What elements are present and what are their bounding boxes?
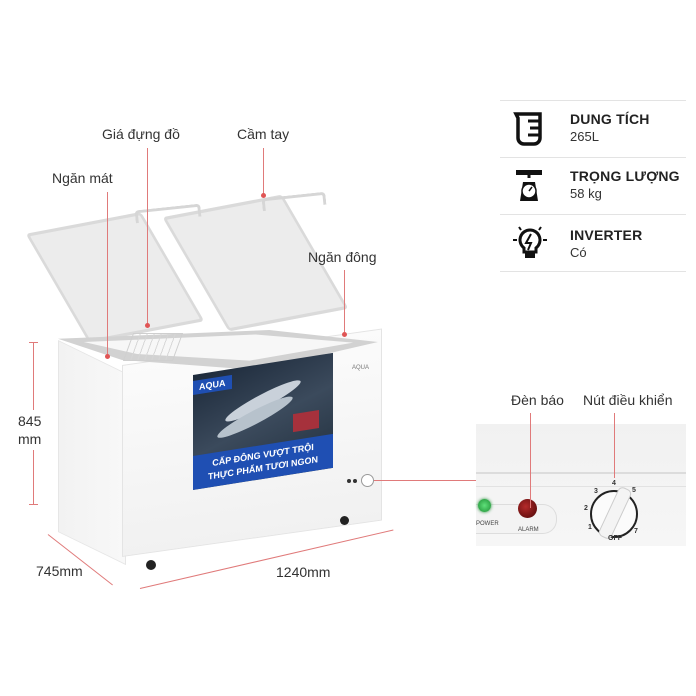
dial-label: 1 (588, 524, 592, 531)
spec-divider (500, 100, 686, 101)
callout-line (107, 192, 108, 354)
callout-control: Nút điều khiển (583, 392, 673, 408)
spec-divider (500, 157, 686, 158)
dial-label: OFF (608, 535, 622, 542)
power-indicator-light (478, 499, 491, 512)
control-panel-closeup (476, 424, 686, 546)
measuring-cup-icon (513, 112, 542, 146)
spec-value: Có (570, 245, 587, 260)
wheel (146, 560, 156, 570)
dial-label: 2 (584, 505, 588, 512)
callout-line (344, 270, 345, 332)
lightbulb-icon (513, 226, 547, 258)
spec-value: 265L (570, 129, 599, 144)
poster-brand: AQUA (193, 374, 232, 395)
wire-basket (122, 333, 184, 361)
right-handle (261, 191, 327, 212)
power-label: POWER (476, 521, 499, 527)
callout-line (614, 413, 615, 478)
callout-line (147, 148, 148, 326)
height-value: 845 (18, 413, 42, 429)
depth-dimension: 745mm (36, 563, 83, 579)
callout-dot (105, 354, 110, 359)
spec-title: DUNG TÍCH (570, 111, 650, 127)
width-dimension: 1240mm (276, 564, 331, 580)
height-unit: mm (18, 431, 42, 447)
scale-icon (516, 170, 542, 201)
callout-handle: Cầm tay (237, 126, 290, 142)
temperature-control-knob[interactable] (590, 485, 638, 541)
brand-badge: AQUA (352, 365, 370, 371)
callout-fridge: Ngăn mát (52, 170, 113, 186)
callout-shelf: Giá đựng đồ (102, 126, 180, 142)
spec-value: 58 kg (570, 186, 602, 201)
height-dimension: 845 mm (18, 410, 42, 450)
spec-title: INVERTER (570, 227, 643, 243)
dial-label: 4 (612, 480, 616, 487)
callout-line (374, 480, 478, 481)
alarm-indicator-light (518, 499, 537, 518)
callout-line (530, 413, 531, 508)
knob-grip (597, 485, 633, 541)
alarm-label: ALARM (518, 527, 539, 533)
meat-image (293, 410, 319, 433)
promo-poster: AQUA CẤP ĐÔNG VƯỢT TRỘI THỰC PHẨM TƯƠI N… (193, 352, 333, 490)
callout-dot (145, 323, 150, 328)
callout-line (263, 148, 264, 194)
dimension-tick (29, 342, 38, 343)
freezer-side (58, 340, 126, 566)
dimension-tick (29, 504, 38, 505)
dial-label: 5 (632, 487, 636, 494)
dial-label: 3 (594, 488, 598, 495)
callout-indicator: Đèn báo (511, 392, 564, 408)
wheel (340, 516, 349, 525)
spec-divider (500, 271, 686, 272)
callout-freezer: Ngăn đông (308, 249, 377, 265)
dial-label: 7 (634, 528, 638, 535)
callout-dot (261, 193, 266, 198)
spec-title: TRỌNG LƯỢNG (570, 168, 680, 184)
spec-divider (500, 214, 686, 215)
small-control-panel (345, 474, 375, 488)
callout-dot (342, 332, 347, 337)
